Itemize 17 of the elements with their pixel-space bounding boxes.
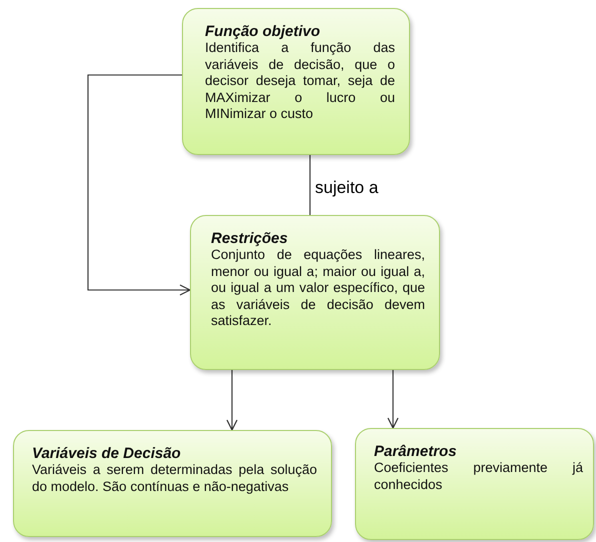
box-description: Conjunto de equações lineares, menor ou igual a; maior ou igual a, ou igual a um valor específico, que as variáveis de decisão devem satisfazer. <box>211 247 425 330</box>
box-heading: Restrições <box>211 230 289 247</box>
process-box <box>182 8 410 155</box>
arrow <box>87 74 191 296</box>
box-description: Identifica a função das variáveis de decisão, que o decisor deseja tomar, seja de MAXimizar o lucro ou MINimizar o custo <box>205 40 395 122</box>
box-heading: Parâmetros <box>374 443 458 460</box>
process-box <box>355 428 594 540</box>
box-heading: Variáveis de Decisão <box>32 445 182 462</box>
process-box <box>13 430 332 537</box>
connector-line <box>309 155 311 215</box>
box-description: Coeficientes previamente já conhecidos <box>374 460 583 493</box>
edge-label: sujeito a <box>313 178 380 198</box>
process-box <box>190 215 440 370</box>
arrow <box>226 370 238 431</box>
box-description: Variáveis a serem determinadas pela solução do modelo. São contínuas e não-negativas <box>32 462 317 495</box>
arrow <box>387 370 399 429</box>
box-heading: Função objetivo <box>205 23 322 40</box>
